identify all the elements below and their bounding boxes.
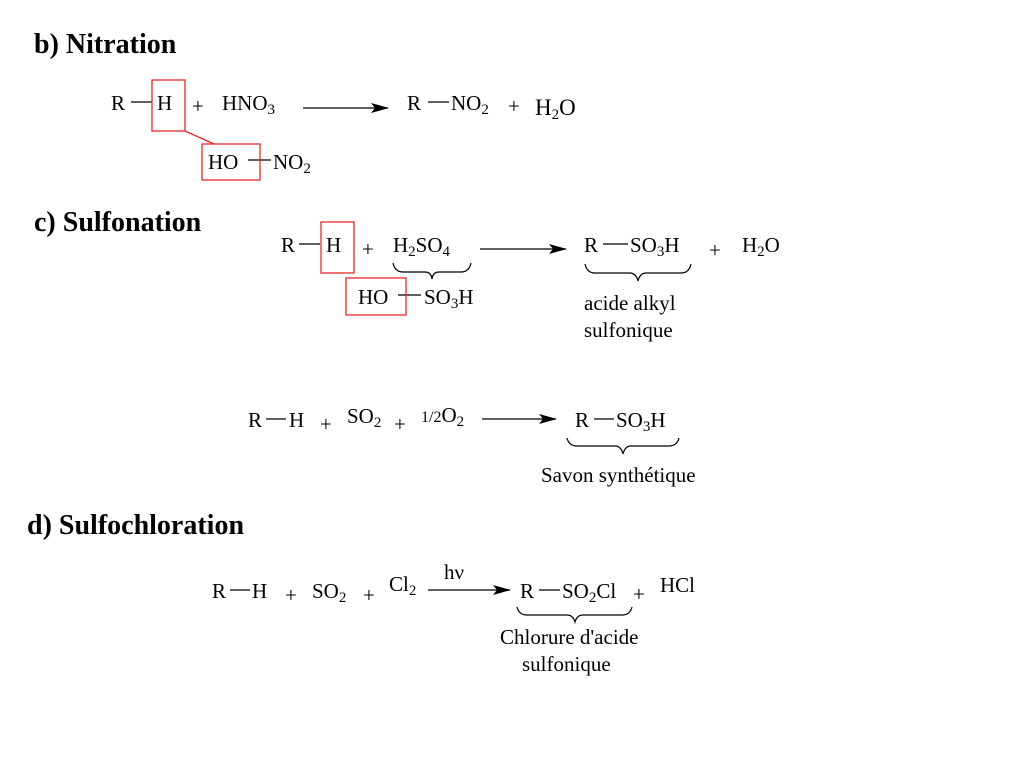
sulfochloration-plus-3: + (633, 582, 645, 606)
nitration-plus-2: + (508, 94, 520, 118)
sulfochloration-product-brace (516, 606, 633, 625)
sulfonation-water: H2O (742, 233, 780, 260)
sulfochloration-product-group: SO2Cl (562, 579, 617, 606)
sulfochloration-so2: SO2 (312, 579, 347, 606)
sulfonation-product-brace (584, 263, 692, 282)
sulfochloration-condition: hν (444, 560, 464, 584)
sulfonation-split-ho: HO (358, 285, 389, 309)
sulfonation2-reactant-r: R (248, 408, 263, 432)
section-title-sulfochloration: d) Sulfochloration (27, 510, 245, 541)
nitration-water: H2O (535, 95, 576, 123)
sulfonation-product-group: SO3H (630, 233, 680, 260)
nitration-box-connector (184, 130, 215, 145)
sulfochloration-product-r: R (520, 579, 535, 603)
sulfochloration-reactant-r: R (212, 579, 227, 603)
nitration-split-no2: NO2 (273, 150, 311, 177)
sulfonation2-plus-1: + (320, 412, 332, 436)
nitration-reagent: HNO3 (222, 91, 275, 118)
sulfonation-product-r: R (584, 233, 599, 257)
sulfonation-plus-2: + (709, 238, 721, 262)
sulfonation2-product-name: Savon synthétique (541, 463, 696, 487)
section-title-nitration: b) Nitration (34, 29, 177, 60)
sulfonation2-plus-2: + (394, 412, 406, 436)
nitration-reactant-r: R (111, 91, 126, 115)
sulfochloration-byproduct: HCl (660, 573, 696, 597)
sulfonation2-product-group: SO3H (616, 408, 666, 435)
sulfonation2-so2: SO2 (347, 404, 382, 431)
sulfonation2-product-r: R (575, 408, 590, 432)
sulfochloration-plus-1: + (285, 583, 297, 607)
sulfonation-split-so3h: SO3H (424, 285, 474, 312)
section-title-sulfonation: c) Sulfonation (34, 207, 202, 238)
sulfonation-reagent: H2SO4 (393, 233, 451, 260)
sulfonation2-product-brace (566, 437, 680, 455)
sulfonation-reactant-r: R (281, 233, 296, 257)
nitration-product-group: NO2 (451, 91, 489, 118)
sulfonation-reactant-h: H (326, 233, 342, 257)
sulfonation-plus-1: + (362, 237, 374, 261)
nitration-split-ho: HO (208, 150, 239, 174)
sulfochloration-cl2: Cl2 (389, 572, 417, 599)
nitration-product-r: R (407, 91, 422, 115)
sulfonation-reagent-brace (392, 262, 472, 280)
sulfochloration-plus-2: + (363, 583, 375, 607)
sulfonation2-o2: 1/2O2 (421, 403, 465, 430)
nitration-reactant-h: H (157, 91, 173, 115)
sulfochloration-reactant-h: H (252, 579, 268, 603)
sulfonation2-reactant-h: H (289, 408, 305, 432)
nitration-plus-1: + (192, 94, 204, 118)
